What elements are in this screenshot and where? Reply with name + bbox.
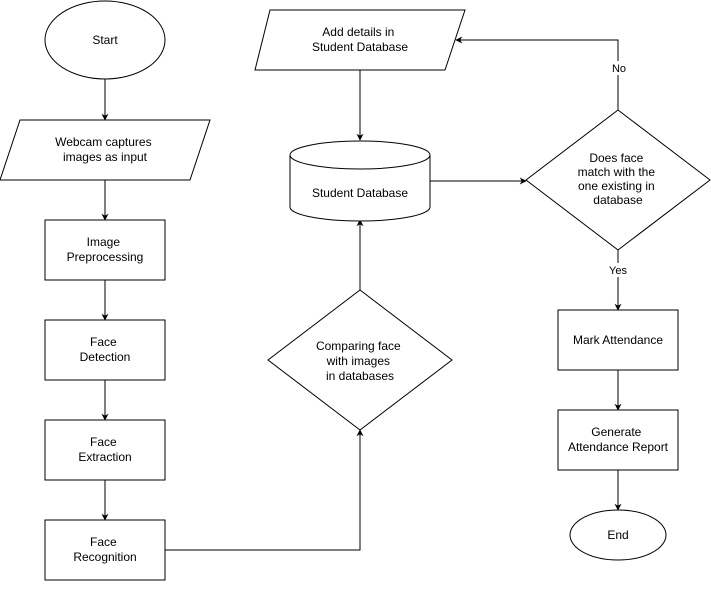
detection-label: Face Detection <box>80 335 131 364</box>
node-generate-report: Generate Attendance Report <box>557 409 679 471</box>
start-terminator-shape <box>44 0 166 80</box>
mark-attendance-box <box>557 309 679 371</box>
mark-attendance-label: Mark Attendance <box>573 333 663 347</box>
webcam-parallelogram-shape <box>0 119 211 181</box>
generate-report-box <box>557 409 679 471</box>
database-cylinder-top <box>289 140 431 170</box>
preprocessing-label: Image Preprocessing <box>67 235 144 264</box>
no-label-bg <box>609 61 629 75</box>
start-label: Start <box>92 33 118 47</box>
end-label: End <box>607 528 628 542</box>
node-student-database: Student Database <box>289 140 431 222</box>
node-face-detection: Face Detection <box>44 319 166 381</box>
preprocessing-box <box>44 219 166 281</box>
node-end: End <box>569 509 667 561</box>
node-image-preprocessing: Image Preprocessing <box>44 219 166 281</box>
generate-report-label: Generate Attendance Report <box>568 425 669 454</box>
edge-decision-no-to-add-details <box>455 36 619 110</box>
decision-label: Does face match with the one existing in… <box>578 151 659 207</box>
webcam-label: Webcam captures images as input <box>55 135 155 164</box>
node-face-extraction: Face Extraction <box>44 419 166 481</box>
end-terminator-shape <box>569 509 667 561</box>
comparing-label: Comparing face with images in databases <box>316 339 404 383</box>
detection-box <box>44 319 166 381</box>
add-details-label: Add details in Student Database <box>312 25 408 54</box>
node-add-details: Add details in Student Database <box>254 9 466 71</box>
node-mark-attendance: Mark Attendance <box>557 309 679 371</box>
recognition-box <box>44 519 166 581</box>
edge-label-no: No <box>612 63 626 75</box>
database-cylinder-shape <box>289 155 431 222</box>
node-webcam-input: Webcam captures images as input <box>0 119 211 181</box>
edge-label-yes: Yes <box>609 265 627 277</box>
add-details-parallelogram-shape <box>254 9 466 71</box>
node-face-recognition: Face Recognition <box>44 519 166 581</box>
node-comparing-face: Comparing face with images in databases <box>267 289 453 431</box>
connectors <box>101 36 622 551</box>
database-label: Student Database <box>312 186 408 200</box>
decision-diamond-shape <box>525 109 711 251</box>
node-face-match-decision: Does face match with the one existing in… <box>525 109 711 251</box>
node-start: Start <box>44 0 166 80</box>
yes-label-bg <box>605 263 631 277</box>
extraction-label: Face Extraction <box>78 435 131 464</box>
recognition-label: Face Recognition <box>73 535 136 564</box>
edge-recognition-to-comparing <box>165 429 364 551</box>
extraction-box <box>44 419 166 481</box>
comparing-diamond-shape <box>267 289 453 431</box>
